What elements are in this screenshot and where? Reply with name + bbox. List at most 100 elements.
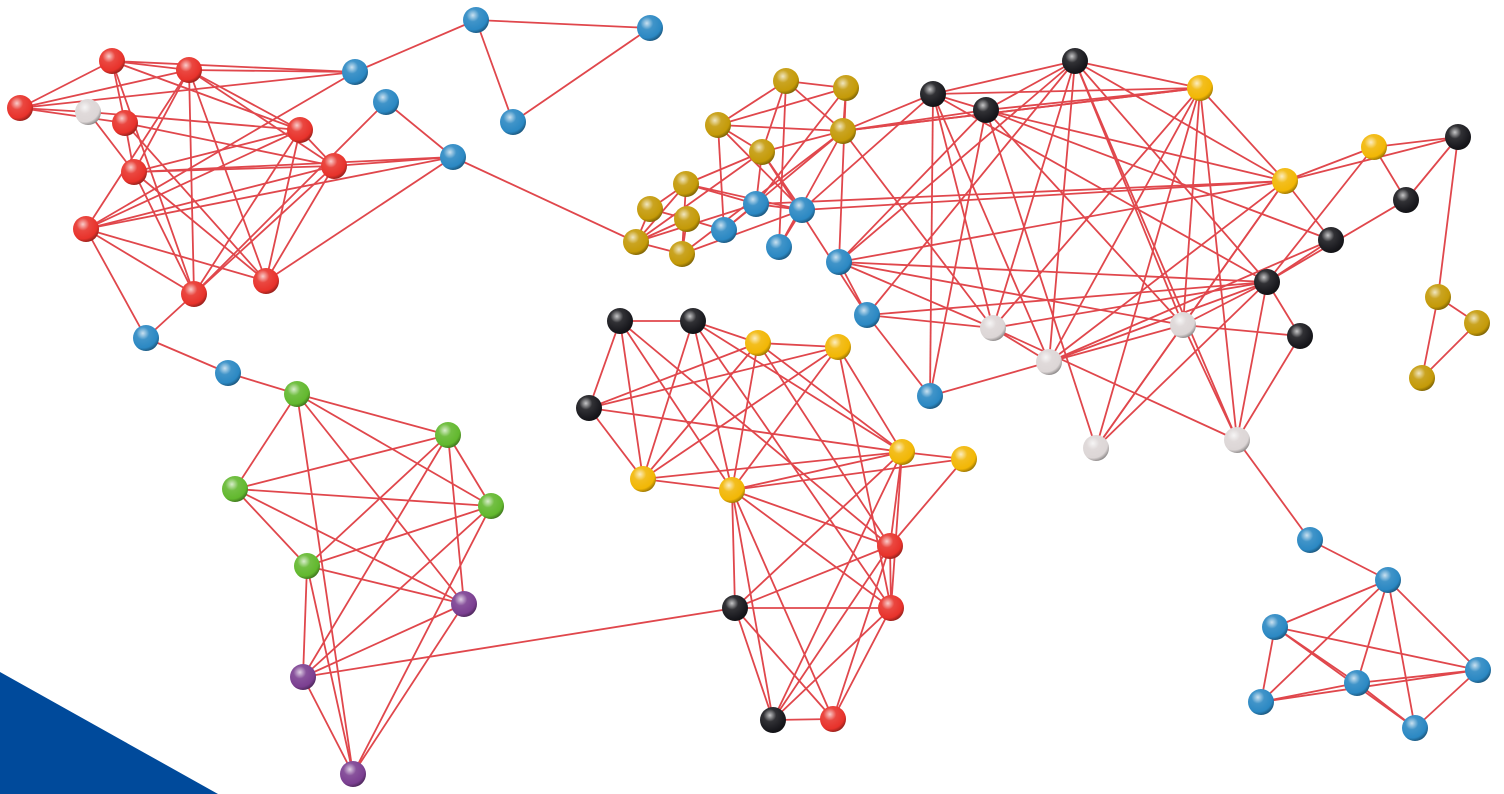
network-edge: [1048, 239, 1332, 363]
network-node-silver: [75, 99, 101, 125]
network-node-yellow: [825, 334, 851, 360]
network-edge: [234, 488, 465, 605]
network-node-blue: [342, 59, 368, 85]
network-edge: [1199, 87, 1286, 182]
network-edge: [757, 342, 839, 348]
network-node-purple: [451, 591, 477, 617]
network-node-red: [287, 117, 313, 143]
network-edge: [85, 69, 190, 230]
network-node-blue: [373, 89, 399, 115]
network-edge: [133, 165, 335, 173]
network-edge: [866, 314, 931, 397]
network-edge: [772, 607, 892, 721]
network-node-gold: [749, 139, 775, 165]
network-node-gold: [833, 75, 859, 101]
network-edge: [642, 346, 839, 480]
network-edge: [302, 505, 492, 678]
network-edge: [1074, 60, 1238, 441]
network-edge: [985, 109, 1332, 241]
network-node-yellow: [951, 446, 977, 472]
network-node-gold: [773, 68, 799, 94]
network-edge: [731, 489, 736, 609]
network-edge: [717, 80, 787, 126]
network-edge: [889, 458, 965, 547]
network-edge: [234, 488, 492, 507]
network-edge: [801, 93, 934, 211]
network-edge: [757, 342, 891, 547]
network-edge: [133, 129, 301, 173]
network-node-black: [1062, 48, 1088, 74]
network-edge: [731, 489, 774, 721]
network-edge: [929, 93, 934, 397]
network-edge: [842, 87, 1201, 132]
network-node-gold: [1425, 284, 1451, 310]
network-edge: [296, 393, 449, 436]
network-edge: [778, 80, 787, 248]
network-node-silver: [1083, 435, 1109, 461]
network-node-black: [920, 81, 946, 107]
network-edge: [111, 60, 301, 131]
network-node-blue: [1248, 689, 1274, 715]
network-node-yellow: [745, 330, 771, 356]
network-edge: [133, 171, 267, 282]
network-edge: [1048, 281, 1268, 363]
network-node-red: [253, 268, 279, 294]
network-edge: [681, 209, 803, 255]
network-node-blue: [1297, 527, 1323, 553]
network-edge: [1405, 136, 1459, 201]
network-edge: [734, 607, 834, 720]
network-node-red: [99, 48, 125, 74]
network-edge: [731, 458, 965, 491]
network-edge: [111, 60, 195, 295]
network-node-gold: [705, 112, 731, 138]
network-node-gold: [623, 229, 649, 255]
network-edge: [302, 607, 736, 678]
network-edge: [731, 451, 903, 491]
network-edge: [1182, 324, 1301, 337]
network-edge: [838, 261, 1184, 326]
network-node-blue: [215, 360, 241, 386]
network-edge: [302, 434, 449, 678]
network-edge: [234, 488, 308, 567]
network-edge: [692, 320, 892, 609]
network-edge: [306, 565, 354, 775]
network-edge: [761, 130, 844, 153]
network-edge: [352, 603, 465, 775]
network-node-blue: [711, 217, 737, 243]
network-edge: [302, 565, 308, 678]
network-edge: [772, 545, 891, 721]
network-edge: [635, 151, 763, 243]
network-node-red: [820, 706, 846, 732]
network-node-red: [176, 57, 202, 83]
network-edge: [588, 342, 759, 409]
network-edge: [731, 489, 834, 720]
network-edge: [296, 393, 354, 775]
network-edge: [1074, 60, 1201, 89]
network-edge: [681, 130, 844, 255]
network-node-black: [576, 395, 602, 421]
network-edge: [296, 393, 492, 507]
network-edge: [306, 565, 465, 605]
network-node-yellow: [1361, 134, 1387, 160]
network-edge: [85, 228, 147, 339]
network-edge: [642, 478, 733, 491]
network-edge: [1437, 136, 1459, 298]
network-node-gold: [674, 206, 700, 232]
network-edges: [19, 19, 1479, 775]
network-edge: [19, 69, 190, 109]
network-edge: [588, 407, 644, 480]
network-edge: [234, 434, 449, 490]
network-edge: [1274, 626, 1479, 671]
network-edge: [302, 676, 354, 775]
network-node-gold: [830, 118, 856, 144]
network-node-blue: [1262, 614, 1288, 640]
network-node-black: [1393, 187, 1419, 213]
network-node-green: [435, 422, 461, 448]
network-edge: [306, 505, 492, 567]
network-edge: [133, 69, 190, 173]
network-edge: [193, 165, 335, 295]
network-node-gold: [673, 171, 699, 197]
network-node-green: [478, 493, 504, 519]
network-edge: [929, 361, 1050, 397]
